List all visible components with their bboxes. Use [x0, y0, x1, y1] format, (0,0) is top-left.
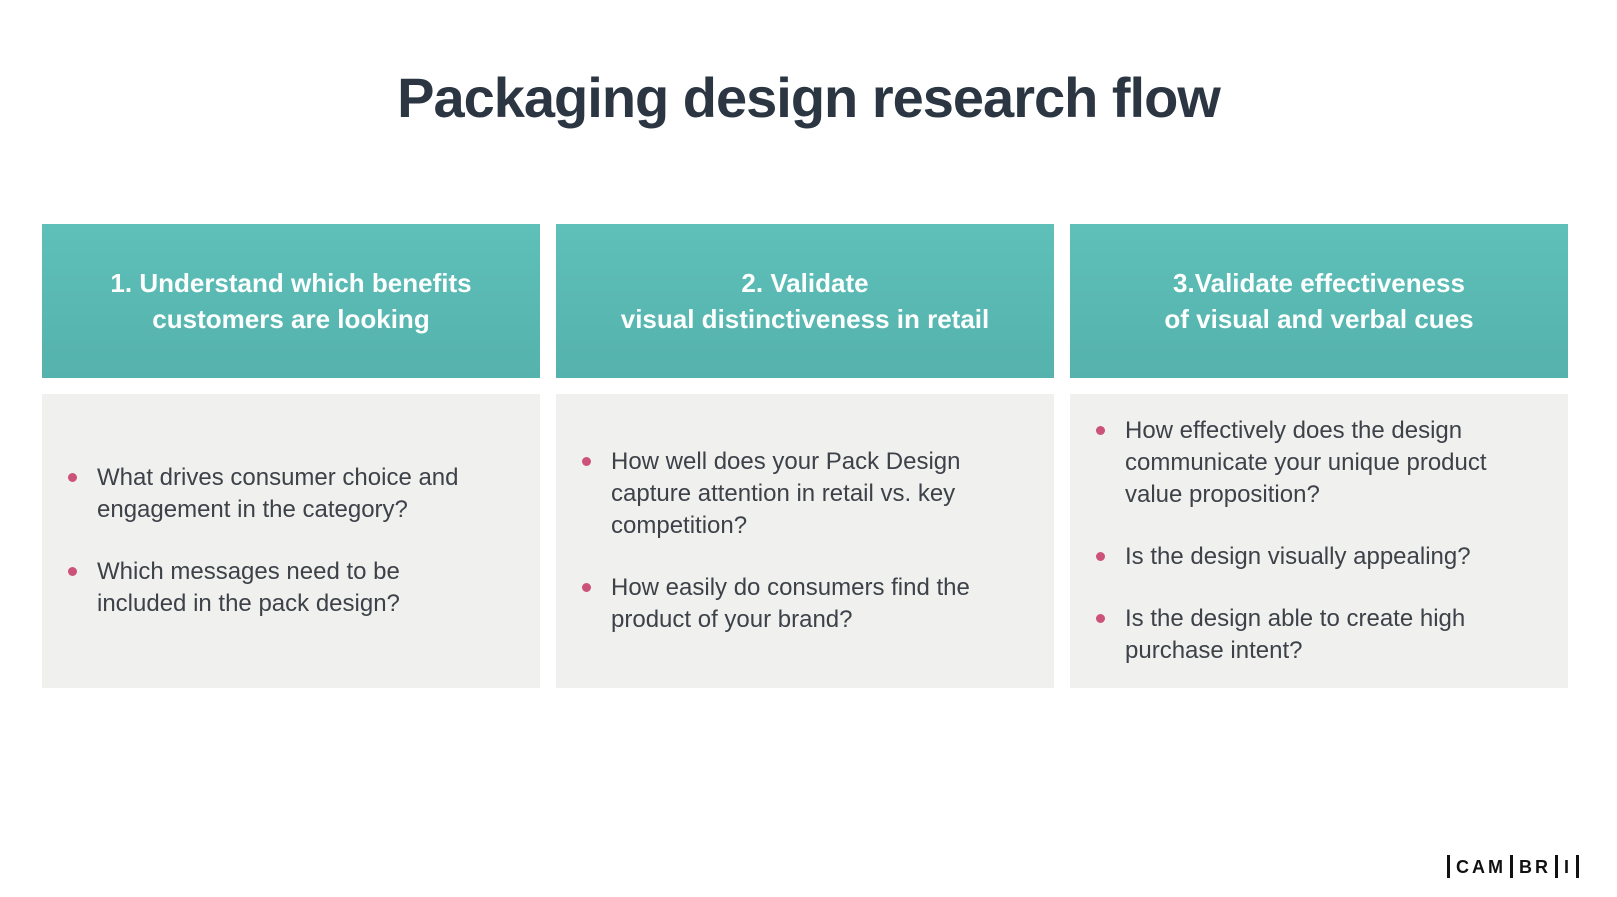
logo-bar-icon [1446, 855, 1450, 878]
bullet-text: Which messages need to be included in th… [97, 558, 400, 617]
column-3: 3.Validate effectiveness of visual and v… [1070, 224, 1568, 688]
column-2-header-line-2: visual distinctiveness in retail [620, 304, 990, 334]
column-1-body: What drives consumer choice and engageme… [42, 394, 540, 688]
bullet-text: How well does your Pack Design capture a… [611, 448, 961, 539]
column-2-header: 2. Validate visual distinctiveness in re… [556, 224, 1054, 378]
cambri-logo: CAM BR I [1446, 855, 1579, 878]
column-3-header-line-2: of visual and verbal cues [1164, 304, 1474, 334]
bullet-dot-icon [582, 583, 591, 592]
column-3-header: 3.Validate effectiveness of visual and v… [1070, 224, 1568, 378]
column-3-body: How effectively does the design communic… [1070, 394, 1568, 688]
page-title: Packaging design research flow [397, 66, 1221, 129]
bullet-dot-icon [1096, 426, 1105, 435]
bullet-text: Is the design able to create high purcha… [1125, 605, 1466, 664]
list-item: How easily do consumers find the product… [570, 572, 1002, 636]
bullet-dot-icon [68, 567, 77, 576]
column-1-header-line-2: customers are looking [152, 304, 430, 334]
list-item: How effectively does the design communic… [1084, 415, 1516, 511]
list-item: What drives consumer choice and engageme… [56, 462, 488, 526]
column-1-header-line-1: 1. Understand which benefits [110, 268, 472, 298]
logo-segment: BR [1518, 856, 1551, 877]
column-3-header-line-1: 3.Validate effectiveness [1173, 268, 1465, 298]
bullet-text: How easily do consumers find the product… [611, 574, 970, 633]
bullet-dot-icon [68, 473, 77, 482]
bullet-dot-icon [1096, 614, 1105, 623]
column-2-header-line-1: 2. Validate [741, 268, 869, 298]
list-item: How well does your Pack Design capture a… [570, 446, 1002, 542]
list-item: Is the design visually appealing? [1084, 541, 1516, 573]
logo-segment: I [1563, 856, 1572, 877]
list-item: Is the design able to create high purcha… [1084, 603, 1516, 667]
list-item: Which messages need to be included in th… [56, 556, 488, 620]
bullet-text: How effectively does the design communic… [1125, 417, 1487, 508]
logo-segment: CAM [1455, 856, 1506, 877]
column-2: 2. Validate visual distinctiveness in re… [556, 224, 1054, 688]
bullet-dot-icon [1096, 552, 1105, 561]
bullet-text: Is the design visually appealing? [1125, 543, 1471, 570]
column-1: 1. Understand which benefits customers a… [42, 224, 540, 688]
columns-container: 1. Understand which benefits customers a… [42, 224, 1568, 688]
column-1-header: 1. Understand which benefits customers a… [42, 224, 540, 378]
logo-bar-icon [1554, 855, 1558, 878]
logo-bar-icon [1576, 855, 1579, 878]
column-2-body: How well does your Pack Design capture a… [556, 394, 1054, 688]
bullet-dot-icon [582, 457, 591, 466]
logo-bar-icon [1509, 855, 1513, 878]
bullet-text: What drives consumer choice and engageme… [97, 464, 459, 523]
